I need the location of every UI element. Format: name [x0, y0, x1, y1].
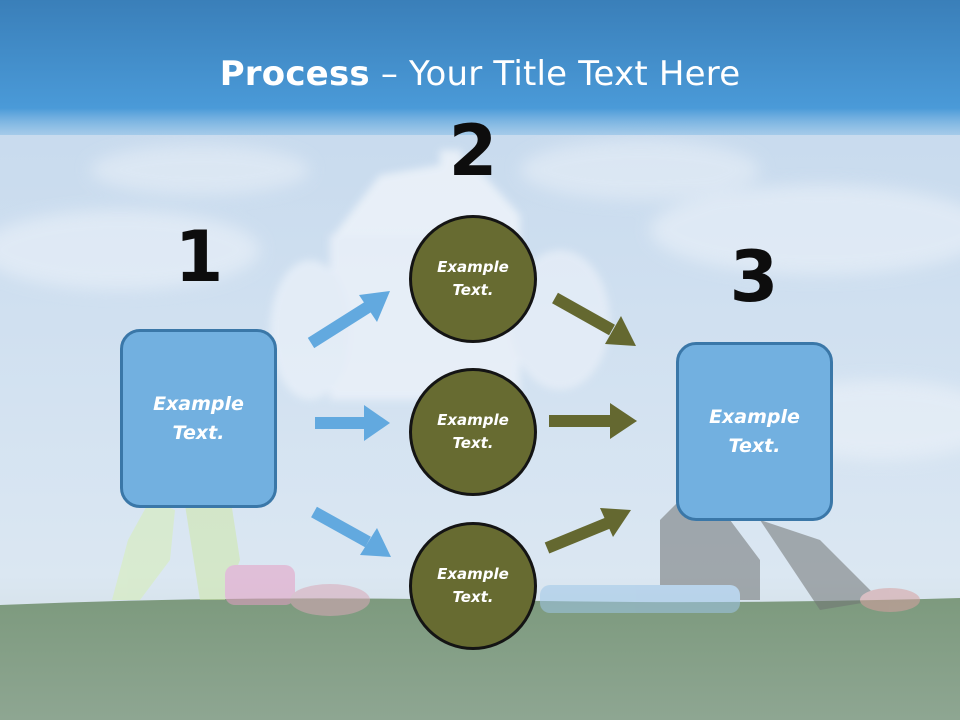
circle-bottom-text-line2: Text. — [452, 588, 494, 606]
step-3-text-line1: Example — [709, 405, 800, 428]
step-2-circle-middle[interactable]: Example Text. — [409, 368, 537, 496]
circle-middle-text-line1: Example — [437, 411, 509, 429]
title-bold: Process — [219, 54, 370, 94]
arrow-blue-up — [307, 291, 390, 349]
step-1-text-line1: Example — [153, 392, 244, 415]
arrow-olive-right — [549, 403, 637, 439]
arrow-blue-down — [311, 506, 391, 557]
slide-title: Process – Your Title Text Here — [220, 54, 741, 94]
circle-top-text-line1: Example — [437, 258, 509, 276]
arrow-blue-right — [315, 405, 390, 441]
step-3-box[interactable]: Example Text. — [676, 342, 833, 521]
step-number-2: 2 — [448, 110, 498, 192]
step-2-circle-top[interactable]: Example Text. — [409, 215, 537, 343]
step-number-1: 1 — [174, 216, 224, 298]
step-2-circle-bottom[interactable]: Example Text. — [409, 522, 537, 650]
title-rest: – Your Title Text Here — [369, 54, 741, 94]
circle-middle-text-line2: Text. — [452, 434, 494, 452]
arrow-olive-up — [544, 508, 631, 554]
arrow-olive-down — [552, 292, 636, 346]
step-1-box[interactable]: Example Text. — [120, 329, 277, 508]
step-1-text-line2: Text. — [172, 421, 225, 444]
step-number-3: 3 — [729, 236, 779, 318]
circle-top-text-line2: Text. — [452, 281, 494, 299]
step-3-text-line2: Text. — [728, 434, 781, 457]
circle-bottom-text-line1: Example — [437, 565, 509, 583]
title-bar: Process – Your Title Text Here — [0, 0, 960, 140]
